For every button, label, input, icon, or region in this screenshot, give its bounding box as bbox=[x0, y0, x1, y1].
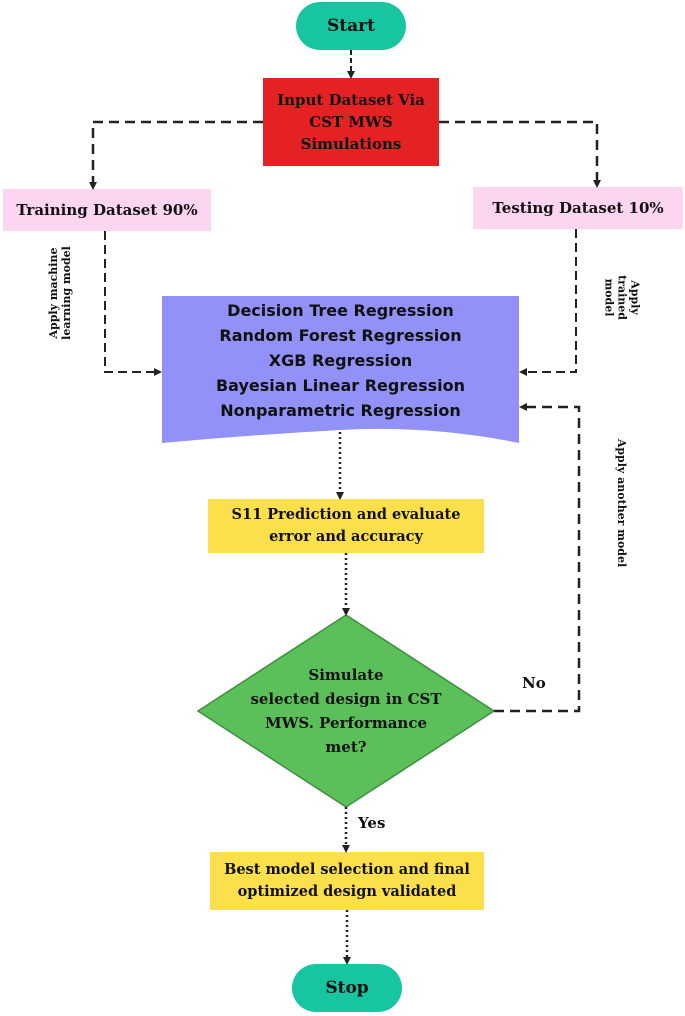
best-model-label: Best model selection and final optimized… bbox=[210, 852, 484, 910]
prediction-process-shape bbox=[208, 499, 484, 553]
model-nonparametric: Nonparametric Regression bbox=[220, 400, 461, 420]
stop-label: Stop bbox=[325, 978, 369, 998]
decision-no-loop-arrow bbox=[494, 403, 581, 713]
decision-line-4: met? bbox=[325, 738, 367, 756]
stop-terminal-shape bbox=[292, 964, 402, 1012]
best-line-2: optimized design validated bbox=[237, 883, 457, 900]
training-dataset-label: Training Dataset 90% bbox=[16, 201, 198, 219]
model-xgb: XGB Regression bbox=[268, 350, 413, 370]
models-document-shape bbox=[162, 296, 519, 443]
testing-dataset-shape bbox=[473, 187, 683, 229]
model-bayesian-linear: Bayesian Linear Regression bbox=[215, 375, 465, 395]
models-list: Decision Tree Regression Random Forest R… bbox=[162, 296, 519, 424]
apply-trained-model-label: Apply trained model bbox=[602, 275, 642, 320]
decision-line-3: MWS. Performance bbox=[264, 714, 428, 732]
start-label: Start bbox=[327, 16, 375, 36]
input-dataset-label: Input Dataset Via CST MWS Simulations bbox=[263, 78, 439, 166]
yes-label: Yes bbox=[358, 814, 386, 832]
best-line-1: Best model selection and final bbox=[224, 861, 470, 878]
testing-to-models-arrow bbox=[519, 229, 577, 376]
training-to-models-arrow bbox=[104, 231, 162, 376]
prediction-line-1: S11 Prediction and evaluate bbox=[231, 506, 461, 523]
prediction-label: S11 Prediction and evaluate error and ac… bbox=[208, 499, 484, 553]
decision-line-2: selected design in CST bbox=[250, 690, 442, 708]
training-dataset-shape bbox=[3, 189, 211, 231]
input-line-1: Input Dataset Via bbox=[277, 91, 425, 109]
no-label: No bbox=[522, 674, 546, 692]
start-terminal-shape bbox=[296, 2, 406, 50]
input-dataset-shape bbox=[263, 78, 439, 166]
apply-another-model-label: Apply another model bbox=[615, 438, 628, 568]
testing-dataset-label: Testing Dataset 10% bbox=[492, 199, 664, 217]
prediction-line-2: error and accuracy bbox=[269, 528, 423, 545]
decision-label: Simulate selected design in CST MWS. Per… bbox=[218, 655, 474, 767]
input-to-training-arrow bbox=[89, 120, 263, 190]
model-decision-tree: Decision Tree Regression bbox=[227, 300, 454, 320]
input-line-2: CST MWS bbox=[309, 113, 393, 131]
model-random-forest: Random Forest Regression bbox=[219, 325, 462, 345]
input-to-testing-arrow bbox=[439, 120, 601, 188]
input-line-3: Simulations bbox=[300, 135, 402, 153]
apply-ml-model-label: Apply machine learning model bbox=[47, 246, 73, 340]
best-model-process-shape bbox=[210, 852, 484, 910]
decision-line-1: Simulate bbox=[308, 666, 384, 684]
